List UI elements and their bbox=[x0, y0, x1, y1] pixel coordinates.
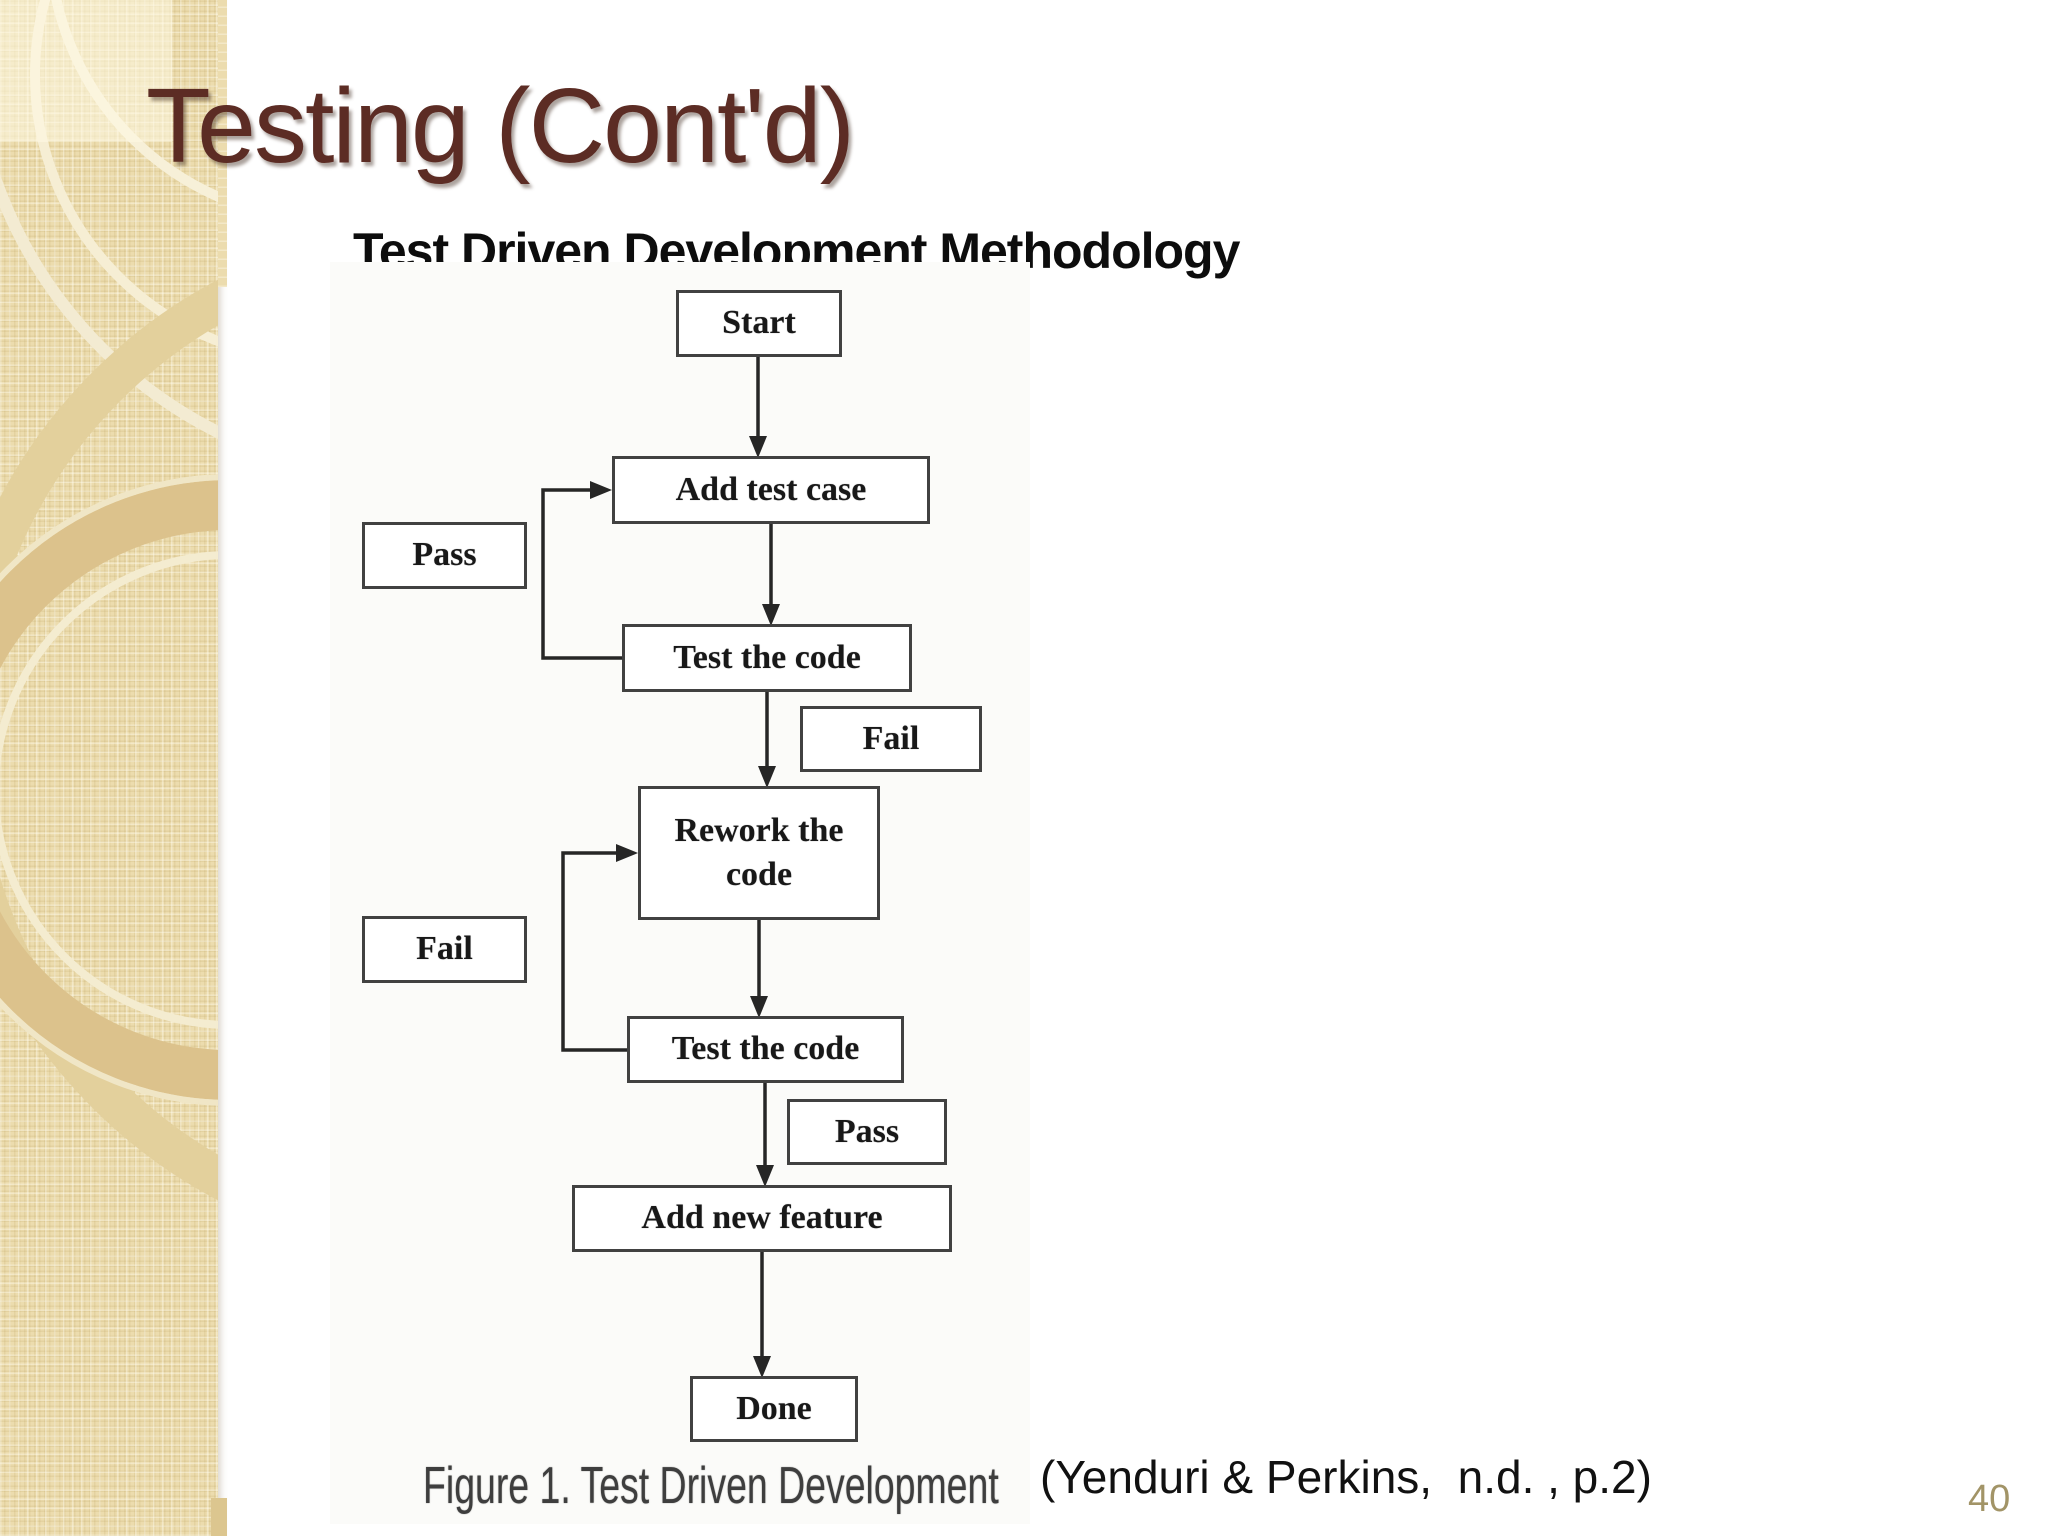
flow-node-add-test-case: Add test case bbox=[612, 456, 930, 524]
flow-node-test-the-code-1: Test the code bbox=[622, 624, 912, 692]
arrowhead-into-test2 bbox=[750, 996, 768, 1018]
arrowhead-into-addtestcase bbox=[749, 436, 767, 458]
edge-fail-loop bbox=[561, 851, 627, 1052]
flow-node-rework-the-code: Rework the code bbox=[638, 786, 880, 920]
slide-title: Testing (Cont'd) bbox=[146, 67, 855, 185]
flow-label-pass-branch: Pass bbox=[787, 1099, 947, 1165]
sidebar-bottom-step bbox=[211, 1498, 227, 1536]
flow-label-fail-loop: Fail bbox=[362, 916, 527, 983]
flow-node-start: Start bbox=[676, 290, 842, 357]
flow-label-fail-branch: Fail bbox=[800, 706, 982, 772]
arrowhead-into-test1 bbox=[762, 604, 780, 626]
decorative-sidebar bbox=[0, 0, 218, 1536]
sidebar-top-notch bbox=[218, 0, 227, 287]
arrowhead-pass-loop bbox=[590, 481, 612, 499]
flow-node-done: Done bbox=[690, 1376, 858, 1442]
arrowhead-into-done bbox=[753, 1356, 771, 1378]
page-number: 40 bbox=[1968, 1478, 2011, 1520]
edge-pass-loop bbox=[541, 488, 622, 660]
sidebar-light-rectangle bbox=[0, 0, 172, 142]
flow-node-test-the-code-2: Test the code bbox=[627, 1016, 904, 1083]
arrowhead-into-rework bbox=[758, 766, 776, 788]
figure-caption: Figure 1. Test Driven Development bbox=[423, 1457, 999, 1515]
arrowhead-fail-loop bbox=[616, 844, 638, 862]
arrowhead-into-addnewfeature bbox=[756, 1165, 774, 1187]
citation-text: (Yenduri & Perkins, n.d. , p.2) bbox=[1040, 1451, 1652, 1503]
flow-label-pass-loop: Pass bbox=[362, 522, 527, 589]
flow-node-add-new-feature: Add new feature bbox=[572, 1185, 952, 1252]
